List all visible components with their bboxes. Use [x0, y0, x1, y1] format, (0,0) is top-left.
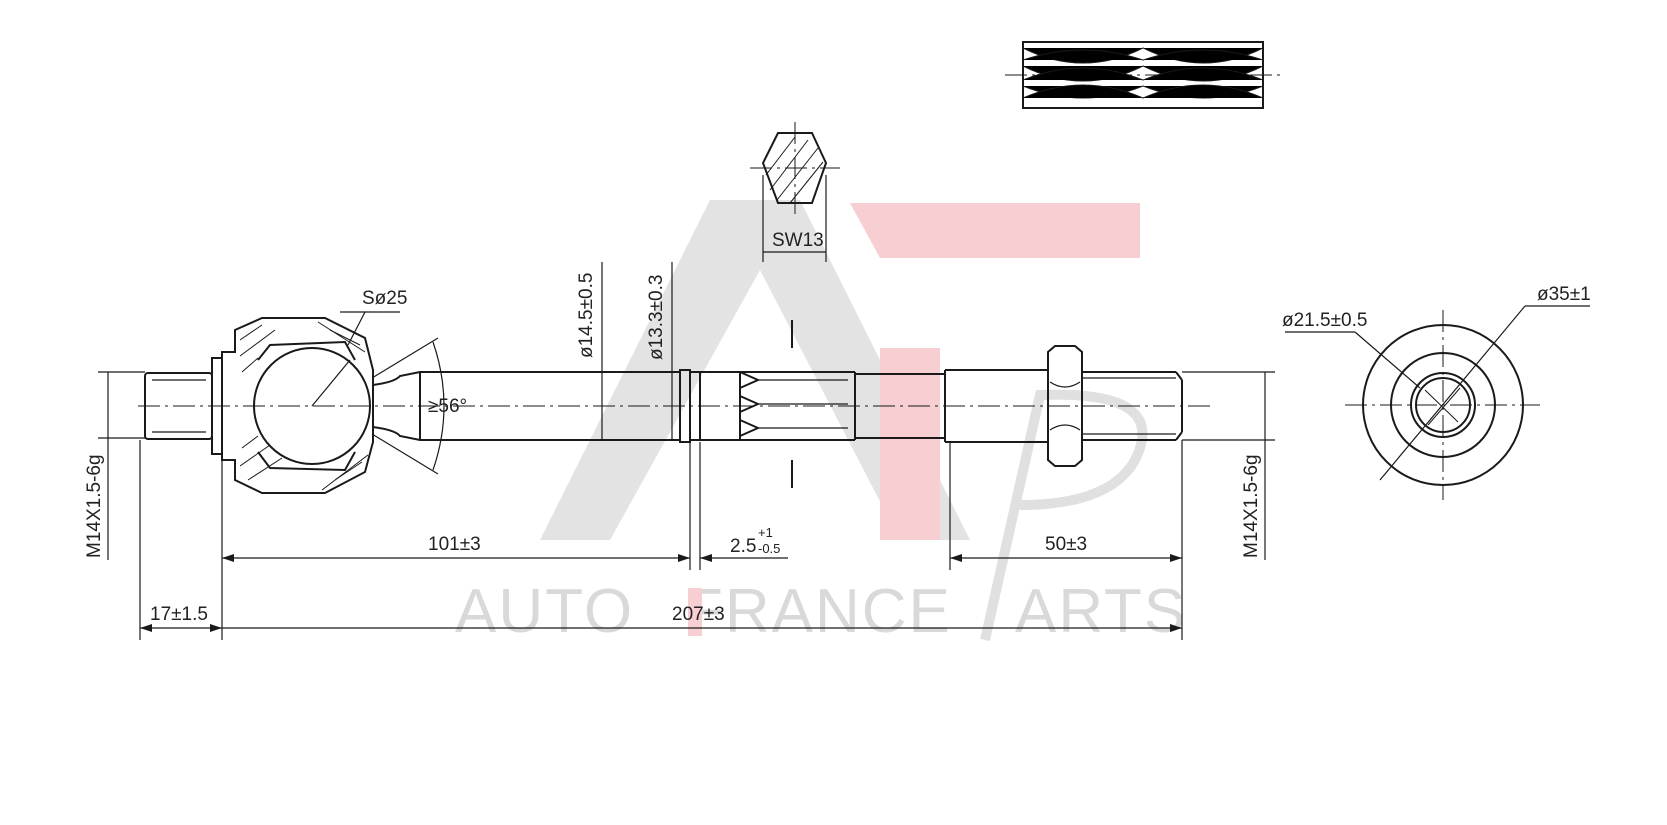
watermark-f-red: [688, 588, 702, 636]
knurl-detail: [1005, 41, 1280, 109]
gap-base-label: 2.5: [730, 536, 756, 557]
watermark-red-bar-top: [850, 203, 1140, 258]
watermark-red-bar-mid: [880, 348, 940, 540]
thread-right-label: M14X1.5-6g: [1241, 454, 1262, 558]
length-17-label: 17±1.5: [150, 604, 208, 625]
hex-section: SW13: [750, 122, 840, 262]
end-outer-dia-label: ø35±1: [1537, 284, 1591, 305]
thread-left-label: M14X1.5-6g: [84, 454, 105, 558]
watermark-a-shape: [540, 200, 970, 540]
main-dimensions: Sø25 ≥56° ø14.5±0.5 ø13.3±0.3 M14X1.5-6g…: [84, 262, 1275, 640]
shaft-dia-1-label: ø14.5±0.5: [576, 273, 597, 358]
watermark-word-auto: AUTO: [455, 577, 634, 646]
ball-joint-housing: [221, 317, 374, 494]
right-thread: [1082, 371, 1183, 441]
shaft-dia-2-label: ø13.3±0.3: [646, 275, 667, 360]
length-50-label: 50±3: [1045, 534, 1087, 555]
watermark-word-arts: ARTS: [1015, 577, 1187, 646]
spline-section: [739, 371, 856, 440]
watermark-logo: AUTO FRANCE ARTS: [455, 200, 1187, 646]
watermark-p-shape: [980, 389, 1148, 642]
left-thread-stub: [144, 357, 223, 455]
angle-label: ≥56°: [428, 396, 467, 417]
end-inner-dia-label: ø21.5±0.5: [1282, 310, 1367, 331]
gap-upper-tol: +1: [758, 525, 773, 540]
ball-sphere: [253, 347, 371, 465]
length-101-label: 101±3: [428, 534, 481, 555]
end-view: ø21.5±0.5 ø35±1: [1282, 284, 1591, 500]
wrench-size-label: SW13: [772, 230, 824, 251]
length-total-label: 207±3: [672, 604, 725, 625]
lock-nut: [1047, 345, 1083, 467]
tie-rod-main: [138, 317, 1210, 494]
gap-lower-tol: -0.5: [758, 541, 780, 556]
shaft: [372, 369, 1048, 443]
watermark-word-france: FRANCE: [685, 577, 952, 646]
sphere-dia-label: Sø25: [362, 288, 407, 309]
